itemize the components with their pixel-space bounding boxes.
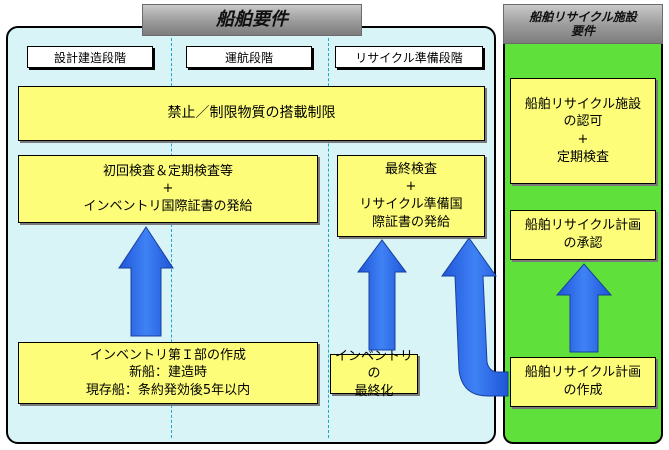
phase-operation: 運航段階 <box>186 46 312 68</box>
phase-operation-label: 運航段階 <box>224 50 273 65</box>
prohibition-text: 禁止／制限物質の搭載制限 <box>167 105 336 122</box>
arrow-inventory-to-initial-inspection <box>118 226 174 337</box>
facility-approval-line3: 定期検査 <box>556 149 609 165</box>
inventory-final-line1: インベントリの <box>334 348 413 382</box>
inventory-part1-box: インベントリ第Ｉ部の作成 新船：建造時 現存船：条約発効後5年以内 <box>18 342 318 404</box>
initial-inspection-plus: + <box>162 181 174 197</box>
plan-creation-line2: の作成 <box>563 383 603 398</box>
phase-recycling-prep: リサイクル準備段階 <box>335 46 483 68</box>
ship-requirements-header: 船舶要件 <box>142 4 362 36</box>
final-inspection-line1: 最終検査 <box>384 161 437 177</box>
arrow-plan-creation-to-plan-approval <box>555 263 613 353</box>
phase-divider-1 <box>171 38 172 438</box>
plan-approval-line2: の承認 <box>563 236 603 251</box>
prohibition-box: 禁止／制限物質の搭載制限 <box>18 86 485 141</box>
final-inspection-box: 最終検査 + リサイクル準備国 際証書の発給 <box>337 155 485 237</box>
facility-requirements-header: 船舶リサイクル施設 要件 <box>503 4 663 44</box>
facility-requirements-title-line2: 要件 <box>570 24 595 38</box>
plan-creation-line1: 船舶リサイクル計画 <box>524 365 642 381</box>
inventory-part1-line3: 現存船：条約発効後5年以内 <box>85 382 251 398</box>
arrow-plan-creation-to-final-inspection <box>441 237 509 397</box>
phase-design: 設計建造段階 <box>27 46 153 68</box>
initial-inspection-box: 初回検査＆定期検査等 + インベントリ国際証書の発給 <box>18 155 318 223</box>
facility-approval-line1: 船舶リサイクル施設 <box>524 96 642 112</box>
plan-approval-box: 船舶リサイクル計画 の承認 <box>510 210 656 260</box>
facility-approval-plus: + <box>577 132 589 147</box>
final-inspection-line2: リサイクル準備国 <box>359 197 463 212</box>
inventory-final-box: インベントリの 最終化 <box>330 349 418 399</box>
final-inspection-plus: + <box>405 179 417 195</box>
plan-creation-box: 船舶リサイクル計画 の作成 <box>510 357 656 407</box>
phase-recycling-prep-label: リサイクル準備段階 <box>355 50 463 65</box>
initial-inspection-line1: 初回検査＆定期検査等 <box>102 163 233 179</box>
phase-divider-2 <box>328 38 329 438</box>
facility-approval-box: 船舶リサイクル施設 の認可 + 定期検査 <box>510 78 656 184</box>
initial-inspection-line2: インベントリ国際証書の発給 <box>83 198 253 214</box>
final-inspection-line3: 際証書の発給 <box>371 214 450 230</box>
inventory-final-line2: 最終化 <box>354 383 394 399</box>
arrow-inventory-final-to-final-inspection <box>357 239 407 351</box>
plan-approval-line1: 船舶リサイクル計画 <box>524 218 642 234</box>
inventory-part1-line2: 新船：建造時 <box>128 365 207 381</box>
ship-requirements-title: 船舶要件 <box>216 9 288 31</box>
facility-requirements-title-line1: 船舶リサイクル施設 <box>529 9 637 24</box>
phase-design-label: 設計建造段階 <box>53 50 126 65</box>
facility-approval-line2: の認可 <box>563 114 603 130</box>
inventory-part1-line1: インベントリ第Ｉ部の作成 <box>89 347 246 363</box>
